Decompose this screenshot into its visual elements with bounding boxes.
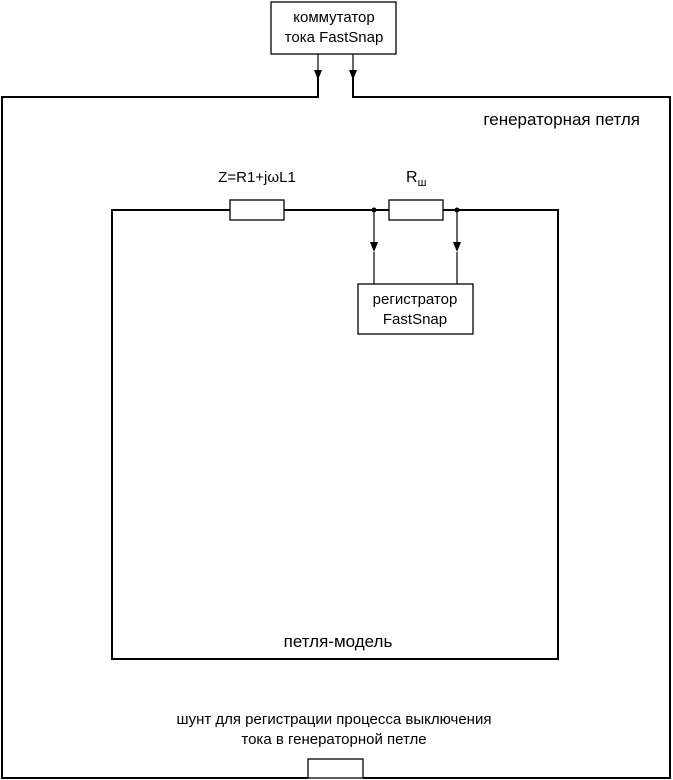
recorder: регистратор FastSnap [357,283,474,335]
generator-shunt: шунт для регистрации процесса выключения… [177,711,492,779]
recorder-label-line2: FastSnap [383,311,447,328]
shunt-note-line1: шунт для регистрации процесса выключения [177,711,492,728]
recorder-label-line1: регистратор [373,291,458,308]
model-loop-wire [111,209,559,660]
arrow-down-icon [370,242,378,252]
arrow-down-icon [453,242,461,252]
model-shunt-label: Rш [406,169,427,189]
recorder-box [357,283,474,335]
model-shunt-label-subscript: ш [418,177,427,189]
shunt-note-line2: тока в генераторной петле [241,731,426,748]
model-loop-label: петля-модель [284,632,393,651]
model-loop [111,209,559,660]
arrow-down-icon [349,70,357,80]
generator-loop-label: генераторная петля [483,110,640,129]
switch-leads [314,54,357,80]
generator-loop-wire-right [352,78,671,779]
arrow-down-icon [314,70,322,80]
current-switch-label-line1: коммутатор [293,9,374,26]
current-switch: коммутатор тока FastSnap [270,1,397,55]
impedance-label: Z=R1+jωL1 [218,169,296,186]
generator-loop-wire-left [1,78,319,779]
generator-shunt-resistor [307,758,364,779]
impedance-resistor [229,199,285,221]
impedance: Z=R1+jωL1 [218,169,296,221]
current-switch-box [270,1,397,55]
model-shunt: Rш [388,169,444,221]
model-shunt-label-main: R [406,169,418,186]
recorder-leads [370,207,461,284]
model-shunt-resistor [388,199,444,221]
current-switch-label-line2: тока FastSnap [285,29,384,46]
generator-loop [1,78,671,779]
